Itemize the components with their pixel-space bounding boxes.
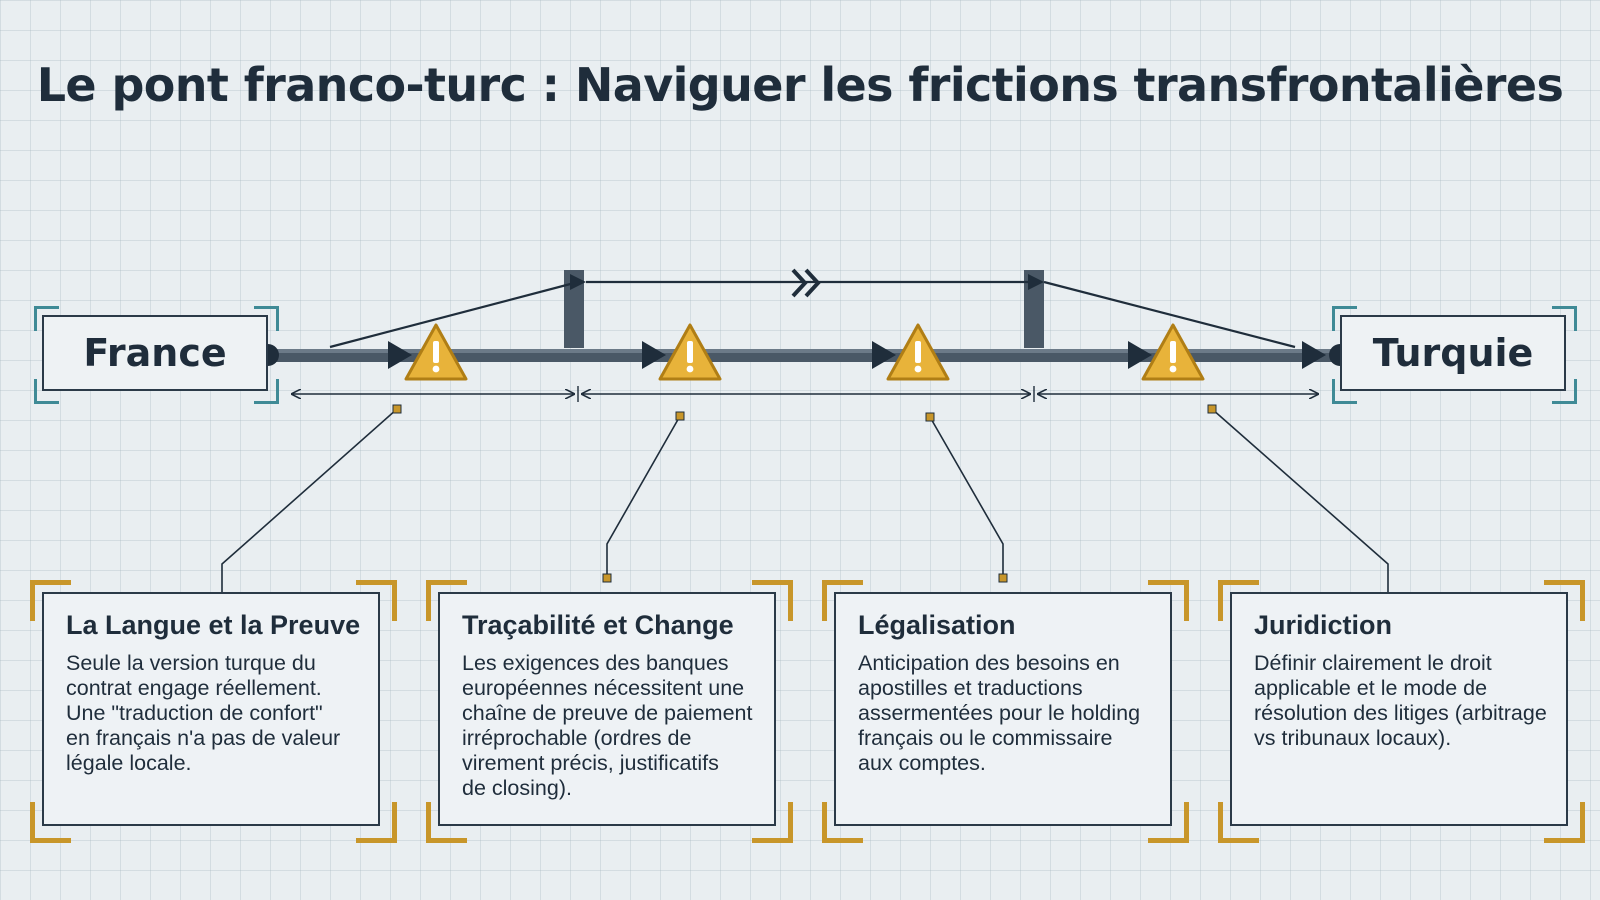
- bracket-corner: [254, 379, 279, 404]
- card-corner-bracket: [426, 580, 467, 621]
- card-corner-bracket: [356, 802, 397, 843]
- friction-card-legalisation: Légalisation Anticipation des besoins en…: [834, 592, 1172, 826]
- bracket-corner: [1552, 306, 1577, 331]
- endpoint-france-label: France: [83, 331, 227, 375]
- track-arrow-2: [642, 341, 666, 369]
- card-body: Les exigences des banques européennes né…: [462, 651, 753, 800]
- bypass-pillar-left: [564, 270, 584, 348]
- card-corner-bracket: [752, 802, 793, 843]
- warning-icon: [886, 323, 950, 381]
- bracket-corner: [1552, 379, 1577, 404]
- card-title: Traçabilité et Change: [462, 610, 734, 640]
- card-corner-bracket: [30, 802, 71, 843]
- bypass-ramp-up: [329, 280, 579, 349]
- card-corner-bracket: [30, 580, 71, 621]
- bracket-corner: [34, 379, 59, 404]
- endpoint-turquie-label: Turquie: [1372, 331, 1534, 375]
- track-arrow-5: [1302, 341, 1326, 369]
- endpoint-turquie: Turquie: [1340, 315, 1566, 391]
- double-chevron-icon: [791, 268, 821, 298]
- card-body: Définir clairement le droit applicable e…: [1254, 651, 1547, 750]
- card-corner-bracket: [1218, 580, 1259, 621]
- page-title: Le pont franco-turc : Naviguer les frict…: [36, 58, 1564, 112]
- warning-icon: [658, 323, 722, 381]
- bracket-corner: [1332, 379, 1357, 404]
- friction-card-langue: La Langue et la Preuve Seule la version …: [42, 592, 380, 826]
- card-corner-bracket: [822, 802, 863, 843]
- card-corner-bracket: [426, 802, 467, 843]
- bypass-ramp-down: [1043, 280, 1296, 349]
- friction-card-juridiction: Juridiction Définir clairement le droit …: [1230, 592, 1568, 826]
- bypass-arrow-right: [1028, 274, 1044, 290]
- card-title: Juridiction: [1254, 610, 1393, 640]
- card-title: La Langue et la Preuve: [66, 610, 361, 640]
- card-body: Anticipation des besoins en apostilles e…: [858, 651, 1141, 775]
- card-title: Légalisation: [858, 610, 1016, 640]
- warning-icon: [1141, 323, 1205, 381]
- card-corner-bracket: [1544, 802, 1585, 843]
- endpoint-france: France: [42, 315, 268, 391]
- leader-lines: [221, 404, 1389, 592]
- card-corner-bracket: [752, 580, 793, 621]
- track-arrow-3: [872, 341, 896, 369]
- card-corner-bracket: [1218, 802, 1259, 843]
- card-corner-bracket: [356, 580, 397, 621]
- card-corner-bracket: [822, 580, 863, 621]
- bypass-arrow-left: [570, 274, 586, 290]
- bracket-corner: [1332, 306, 1357, 331]
- card-corner-bracket: [1148, 802, 1189, 843]
- warning-icon: [404, 323, 468, 381]
- friction-card-tracabilite: Traçabilité et Change Les exigences des …: [438, 592, 776, 826]
- card-corner-bracket: [1544, 580, 1585, 621]
- dimension-lines: [292, 386, 1318, 402]
- main-track: [257, 341, 1351, 369]
- card-body: Seule la version turque du contrat engag…: [66, 651, 341, 775]
- card-corner-bracket: [1148, 580, 1189, 621]
- track-arrow-4: [1128, 341, 1152, 369]
- track-arrow-1: [388, 341, 412, 369]
- bracket-corner: [34, 306, 59, 331]
- bracket-corner: [254, 306, 279, 331]
- bypass-route: [329, 268, 1296, 349]
